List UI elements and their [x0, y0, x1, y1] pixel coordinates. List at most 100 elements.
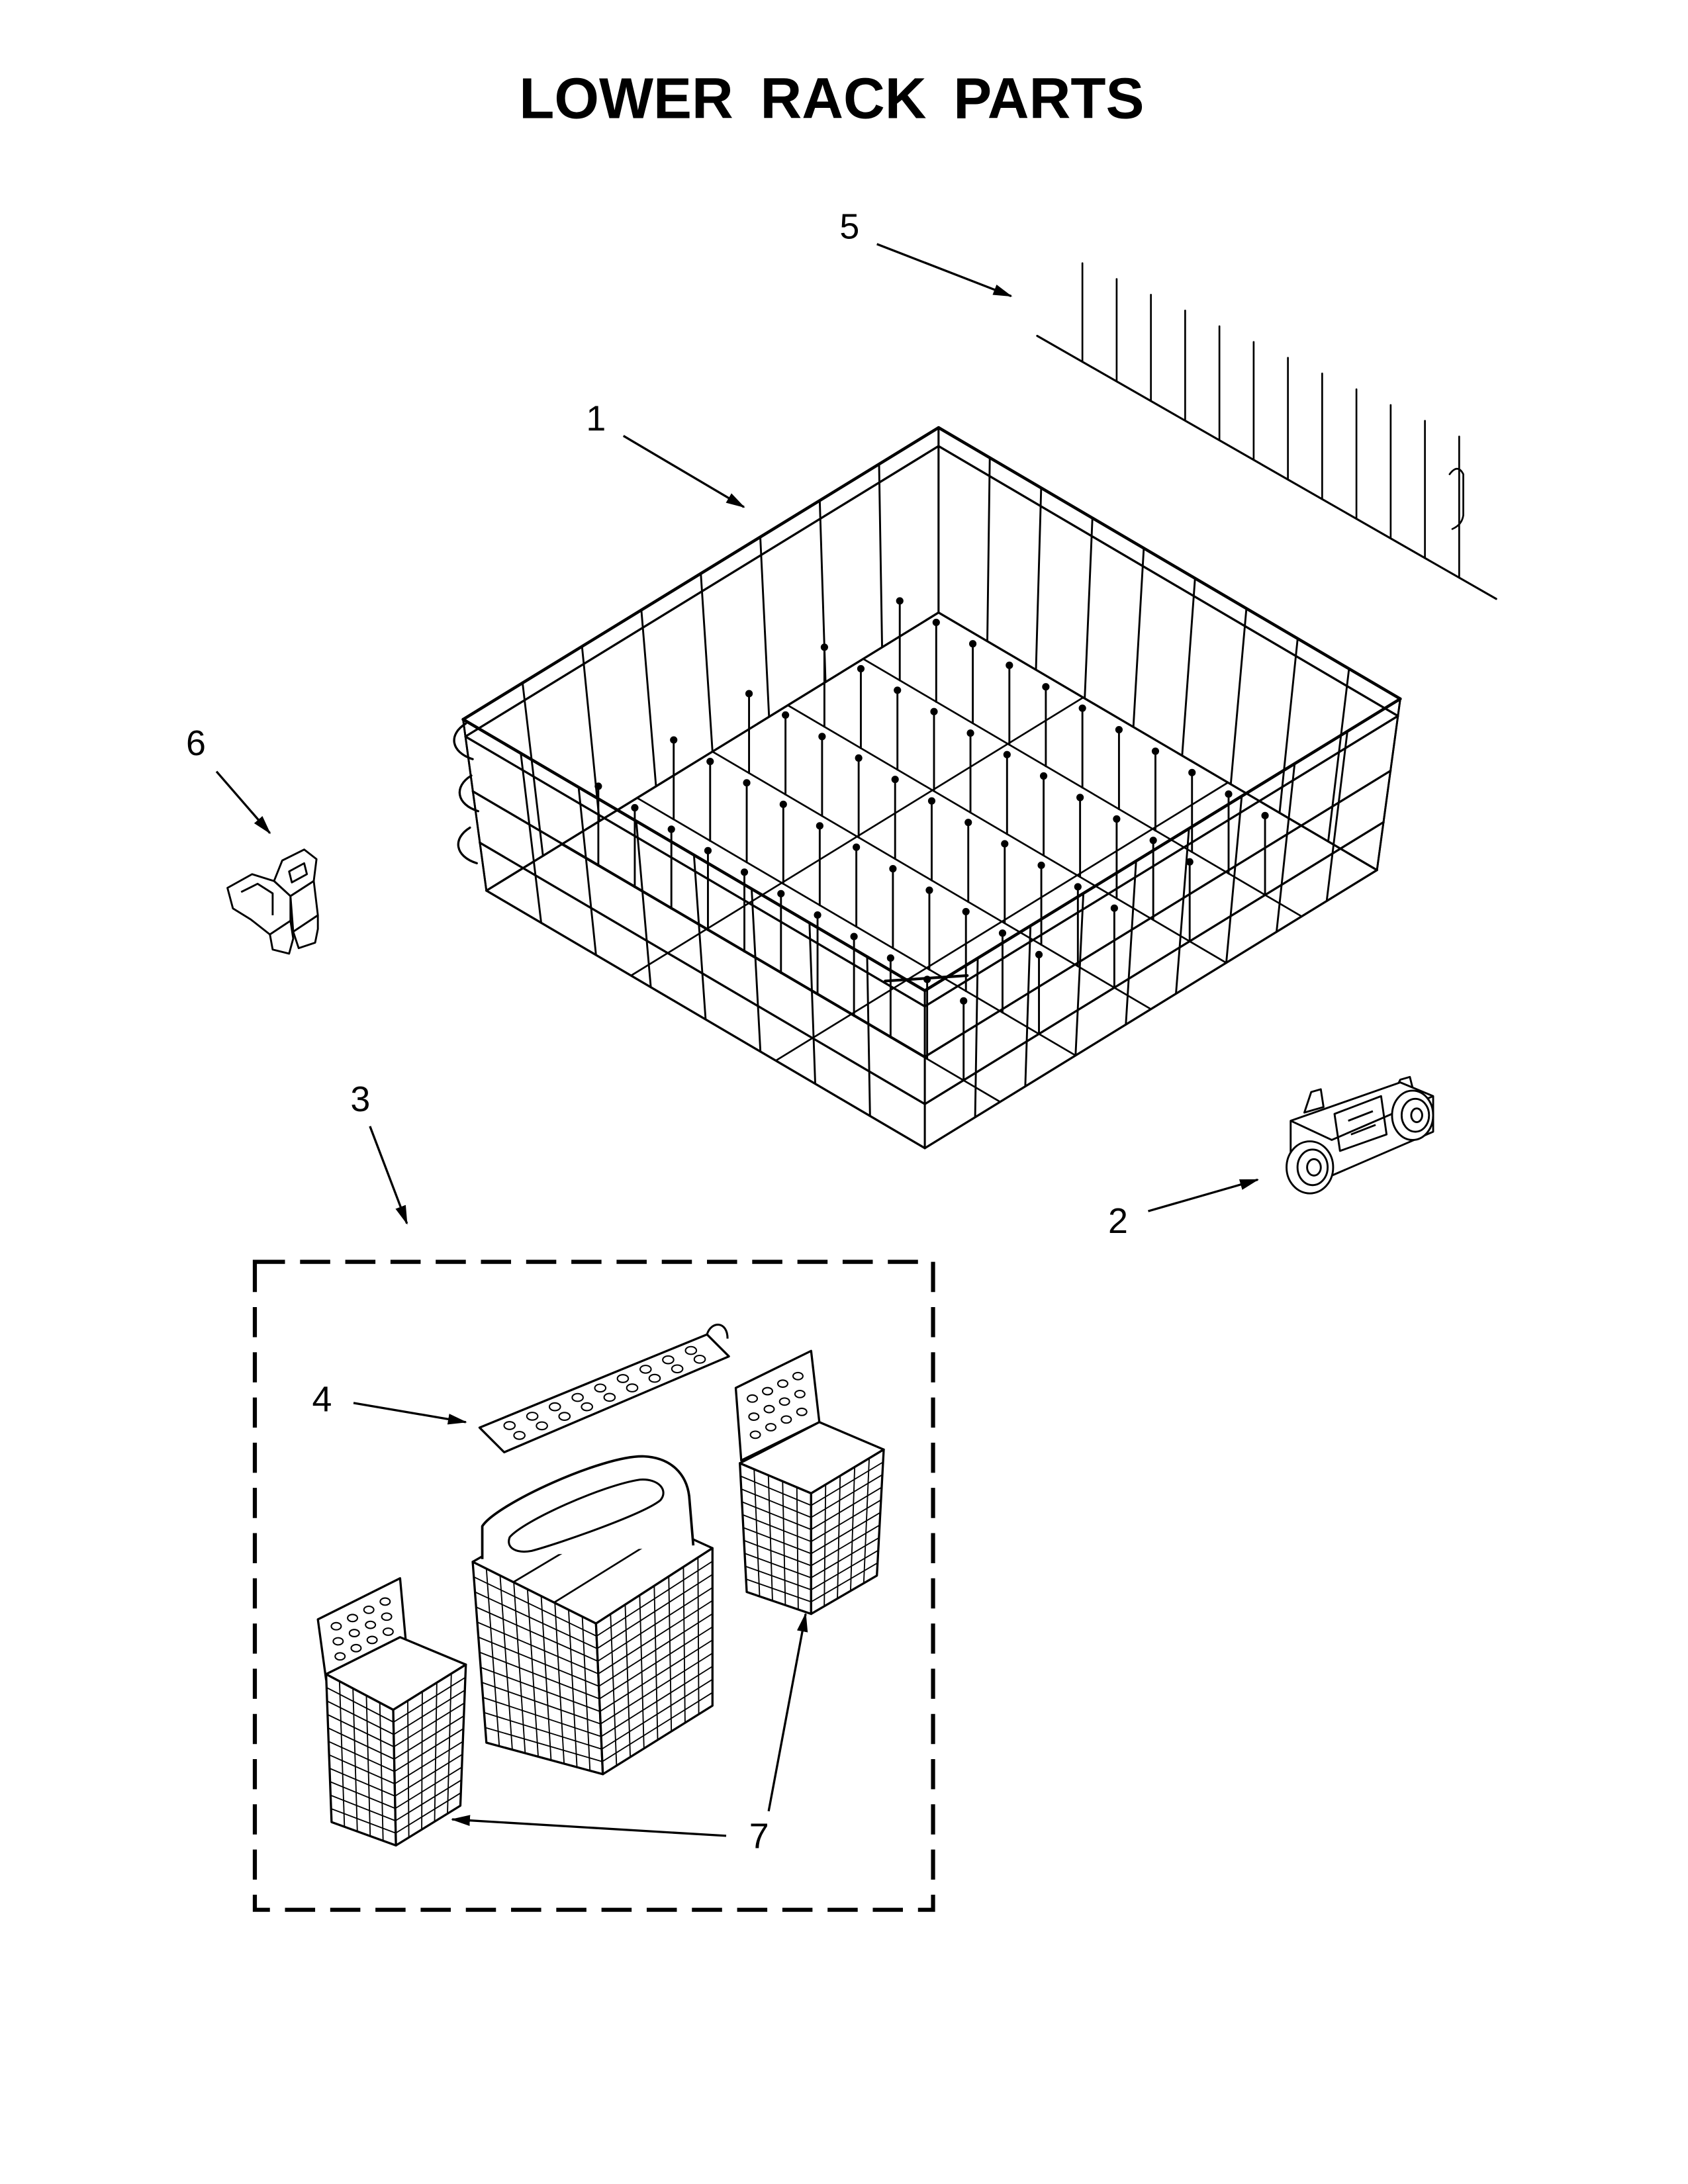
left-basket-left-face-mesh-line: [327, 1713, 395, 1748]
right-basket-lid-hole: [762, 1387, 773, 1396]
rack-tine-tip: [1003, 751, 1011, 758]
rack-back-right-side-rail: [937, 426, 1402, 701]
rack-front-right-side-rail: [923, 697, 1402, 993]
cover-grid-hole: [558, 1412, 571, 1421]
rack-tine-tip: [1261, 811, 1269, 819]
middle-basket-left-face-mesh-line: [475, 1591, 598, 1649]
left-basket-right-face-mesh-line: [395, 1792, 461, 1834]
middle-basket-left-face-mesh-line: [475, 1606, 598, 1662]
right-basket-lid-hole: [765, 1423, 776, 1432]
rack-tine-tip: [740, 868, 749, 876]
rack-tine-tip: [853, 843, 861, 851]
rack-front-right-side-rail: [923, 769, 1392, 1058]
left-basket-right-face-mesh-line: [393, 1690, 465, 1735]
rack-tine-tip: [706, 757, 714, 766]
rack-end-bend: [453, 722, 474, 760]
middle-basket-right-face-mesh-line: [596, 1574, 713, 1649]
rack-tine-tip: [968, 640, 977, 648]
right-basket-right-face-mesh-line: [810, 1537, 880, 1578]
middle-basket-right-face-mesh-line: [601, 1678, 713, 1750]
clip-tab-slot: [288, 862, 308, 884]
rack-tine-tip: [1113, 815, 1121, 823]
right-basket-left-face-mesh-line: [741, 1488, 812, 1518]
callout-7-leader-arrow-left-basket: [450, 1815, 727, 1837]
rack-front-left-side-vertical-wire: [866, 956, 871, 1117]
rack-back-left-side-vertical-wire: [700, 572, 714, 753]
rack-tine-tip: [1188, 768, 1196, 776]
wheel-right-axle: [1410, 1107, 1423, 1123]
left-basket-right-face-mesh-line: [434, 1682, 438, 1822]
rack-back-right-side-vertical-wire: [1327, 667, 1350, 842]
left-basket-left-face-mesh-line: [328, 1741, 395, 1772]
rack-back-left-side-rail: [464, 445, 940, 738]
cover-grid-hole: [503, 1421, 516, 1430]
middle-basket-left-face-mesh-line: [480, 1666, 600, 1712]
rack-front-left-side-rail: [461, 717, 927, 993]
middle-basket-left-face-mesh-line: [473, 1576, 597, 1637]
left-basket-right-face-mesh-line: [394, 1741, 463, 1785]
right-basket-lid-hole: [792, 1371, 804, 1381]
rack-tine-tip: [779, 800, 787, 808]
left-basket-left-face-mesh-line: [326, 1700, 395, 1735]
middle-basket-left-face-mesh-line: [483, 1711, 602, 1750]
left-basket-left-face-mesh-line: [329, 1768, 396, 1797]
left-basket-right-face-mesh-line: [393, 1702, 465, 1748]
cover-grid-hole: [616, 1374, 630, 1383]
rack-tine-tip: [743, 779, 751, 787]
rack-tine-tip: [1006, 661, 1013, 669]
callout-5-leader-arrow: [876, 243, 1013, 297]
cover-grid-hole: [594, 1383, 607, 1393]
part-3-basket-assembly-outline: [252, 1259, 935, 1912]
rack-tine-tip: [1078, 704, 1086, 712]
rack-tine-tip: [704, 846, 712, 854]
clip-detail-line: [240, 882, 274, 915]
cover-grid-hole: [648, 1373, 661, 1383]
left-basket-right-face-mesh-line: [407, 1700, 410, 1838]
rack-back-right-side-vertical-wire: [1035, 486, 1043, 671]
cover-grid-hole: [693, 1354, 706, 1364]
rack-front-left-side-vertical-wire: [692, 854, 707, 1021]
left-basket-lid-hole: [350, 1643, 362, 1653]
rack-tine-tip: [850, 933, 858, 940]
rack-tine-tip: [1115, 725, 1123, 734]
rack-tine-tip: [1110, 904, 1118, 912]
left-basket-lid-hole: [381, 1612, 393, 1621]
callout-4-leader-arrow: [353, 1402, 467, 1425]
rack-tine-tip: [1074, 883, 1082, 891]
rack-tine-tip: [745, 690, 753, 698]
middle-basket-left-face-mesh-line: [478, 1636, 600, 1687]
callout-6-label: 6: [186, 723, 206, 763]
callout-1-leader-arrow: [622, 435, 745, 508]
middle-basket-right-face-mesh-line: [598, 1600, 713, 1674]
middle-basket-left-face-mesh-line: [483, 1696, 602, 1737]
left-basket-lid-hole: [366, 1635, 378, 1645]
rack-back-right-side-vertical-wire: [1084, 517, 1094, 700]
middle-basket-right-face-mesh-line: [596, 1561, 713, 1637]
rack-tine-tip: [1001, 840, 1009, 848]
rack-tine-tip: [670, 736, 678, 744]
callout-7-leader-arrow-right-basket: [767, 1612, 808, 1811]
cover-grid-hole: [671, 1364, 684, 1374]
callout-5-label: 5: [839, 207, 859, 247]
left-basket-right-face-mesh-line: [447, 1673, 452, 1814]
middle-basket-right-face-mesh-line: [597, 1587, 713, 1662]
rack-front-right-side-vertical-wire: [1325, 730, 1348, 902]
left-basket-left-face-mesh-line: [330, 1781, 396, 1809]
left-basket-right-face-mesh-line: [393, 1715, 465, 1760]
rack-front-left-side-rail: [479, 841, 926, 1105]
callout-2-label: 2: [1108, 1201, 1128, 1241]
cover-grid-hole: [548, 1402, 561, 1412]
rack-tine-tip: [777, 889, 785, 897]
rack-tine-tip: [1076, 794, 1084, 801]
rack-tine-tip: [667, 825, 675, 833]
left-basket-left-face-mesh-line: [330, 1794, 396, 1822]
middle-basket-right-face-mesh-line: [599, 1626, 713, 1700]
rack-front-left-side-vertical-wire: [751, 887, 762, 1053]
callout-1-label: 1: [586, 398, 606, 438]
rack-tine-tip: [1035, 950, 1043, 958]
callouts: 1 2 3 4 5 6 7: [186, 207, 1260, 1856]
left-basket-left-face-mesh-line: [328, 1754, 395, 1785]
part-6-clip: [226, 848, 319, 955]
rack-back-right-side-rail: [937, 445, 1399, 717]
cover-grid-hole: [662, 1355, 675, 1365]
